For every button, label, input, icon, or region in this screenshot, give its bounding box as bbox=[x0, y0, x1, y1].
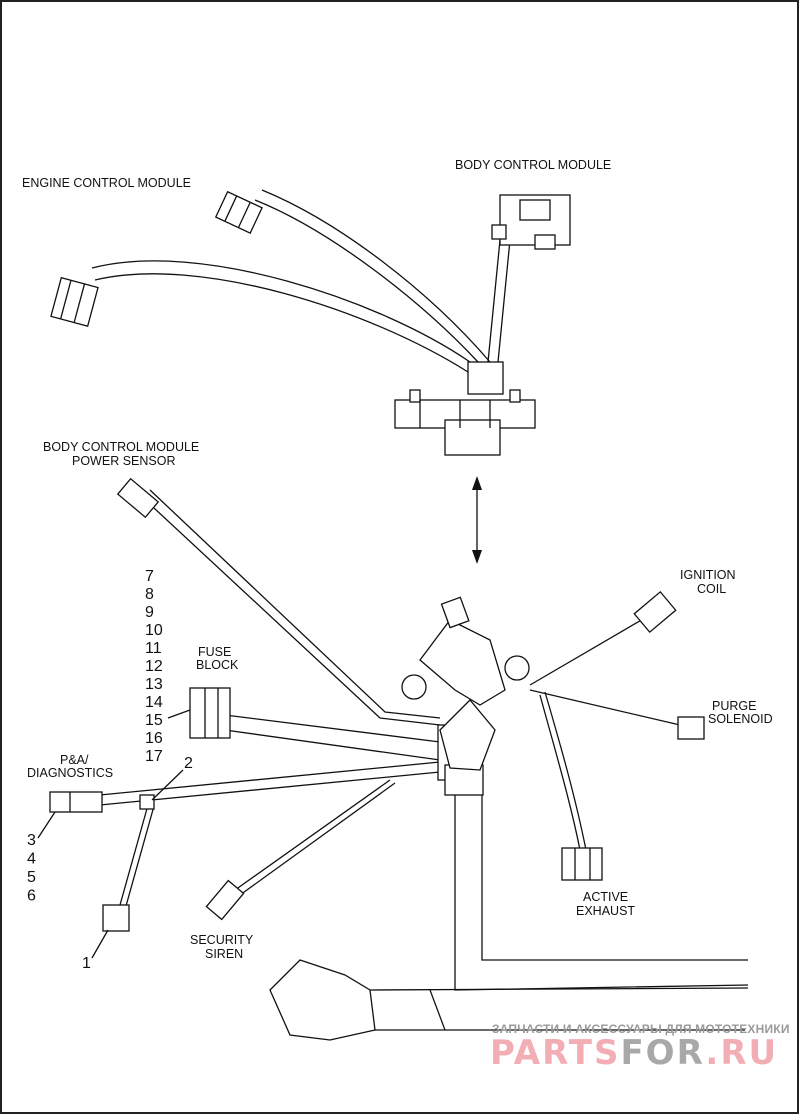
label-ignition-coil-line2: COIL bbox=[697, 582, 726, 596]
callout-5: 5 bbox=[27, 869, 36, 886]
leader-line bbox=[167, 709, 191, 719]
label-active-exhaust-line2: EXHAUST bbox=[576, 904, 635, 918]
label-purge-solenoid-line2: SOLENOID bbox=[708, 712, 773, 726]
callout-13: 13 bbox=[145, 676, 163, 693]
mating-connector-latch bbox=[440, 596, 470, 629]
label-fuse-block-line2: BLOCK bbox=[196, 658, 239, 672]
security-siren-connector bbox=[205, 879, 245, 921]
bcm-power-sensor-connector bbox=[116, 477, 160, 519]
leader-line bbox=[151, 769, 184, 801]
watermark-brand-b: FOR bbox=[620, 1033, 705, 1073]
ignition-coil-connector bbox=[633, 590, 677, 634]
grommet bbox=[504, 655, 530, 681]
callout-15: 15 bbox=[145, 712, 163, 729]
callout-12: 12 bbox=[145, 658, 163, 675]
watermark-tagline: ЗАПЧАСТИ И АКСЕССУАРЫ ДЛЯ МОТОТЕХНИКИ bbox=[492, 1022, 790, 1036]
callout-11: 11 bbox=[145, 640, 162, 657]
callout-3: 3 bbox=[27, 832, 36, 849]
label-active-exhaust-line1: ACTIVE bbox=[583, 890, 628, 904]
callout-7: 7 bbox=[145, 568, 154, 585]
label-fuse-block-line1: FUSE bbox=[198, 645, 231, 659]
callout-10: 10 bbox=[145, 622, 163, 639]
mating-connector bbox=[419, 619, 506, 706]
callout-1: 1 bbox=[82, 955, 91, 972]
callout-16: 16 bbox=[145, 730, 163, 747]
mating-arrow bbox=[472, 476, 482, 564]
upper-main-connector bbox=[394, 389, 536, 456]
active-exhaust-connector bbox=[561, 847, 603, 881]
label-body-control-module: BODY CONTROL MODULE bbox=[455, 158, 611, 172]
callout-9: 9 bbox=[145, 604, 154, 621]
main-junction bbox=[439, 699, 496, 771]
leader-line bbox=[37, 811, 56, 839]
label-bcm-power-sensor-line2: POWER SENSOR bbox=[72, 454, 176, 468]
callout-2: 2 bbox=[184, 755, 193, 772]
ecm-connector-1 bbox=[214, 190, 263, 235]
item-1-connector bbox=[102, 904, 130, 932]
label-pa-diagnostics-line2: DIAGNOSTICS bbox=[27, 766, 113, 780]
label-engine-control-module: ENGINE CONTROL MODULE bbox=[22, 176, 191, 190]
watermark: ЗАПЧАСТИ И АКСЕССУАРЫ ДЛЯ МОТОТЕХНИКИ PA… bbox=[490, 1022, 790, 1073]
callout-4: 4 bbox=[27, 851, 36, 868]
bcm-module bbox=[491, 194, 571, 250]
watermark-brand: PARTSFOR.RU bbox=[490, 1033, 778, 1073]
rear-connector bbox=[269, 959, 376, 1041]
label-pa-diagnostics-line1: P&A/ bbox=[60, 753, 89, 767]
label-purge-solenoid-line1: PURGE bbox=[712, 699, 756, 713]
label-security-siren-line1: SECURITY bbox=[190, 933, 254, 947]
callout-17: 17 bbox=[145, 748, 163, 765]
pa-diagnostics-connector bbox=[49, 791, 155, 813]
harness-sleeve bbox=[467, 361, 504, 395]
fuse-block-connector bbox=[189, 687, 231, 739]
watermark-brand-a: PARTS bbox=[490, 1033, 620, 1073]
upper-harness bbox=[50, 189, 571, 456]
label-security-siren-line2: SIREN bbox=[205, 947, 243, 961]
callout-8: 8 bbox=[145, 586, 154, 603]
label-ignition-coil-line1: IGNITION bbox=[680, 568, 736, 582]
purge-solenoid-connector bbox=[677, 716, 705, 740]
ecm-connector-2 bbox=[50, 276, 99, 327]
callout-6: 6 bbox=[27, 888, 36, 905]
watermark-brand-c: .RU bbox=[705, 1033, 778, 1073]
callout-14: 14 bbox=[145, 694, 163, 711]
pa-callouts: 3 45 6 bbox=[27, 832, 36, 905]
label-bcm-power-sensor-line1: BODY CONTROL MODULE bbox=[43, 440, 199, 454]
grommet bbox=[401, 674, 427, 700]
lower-harness bbox=[37, 477, 749, 1041]
leader-line bbox=[91, 929, 109, 959]
